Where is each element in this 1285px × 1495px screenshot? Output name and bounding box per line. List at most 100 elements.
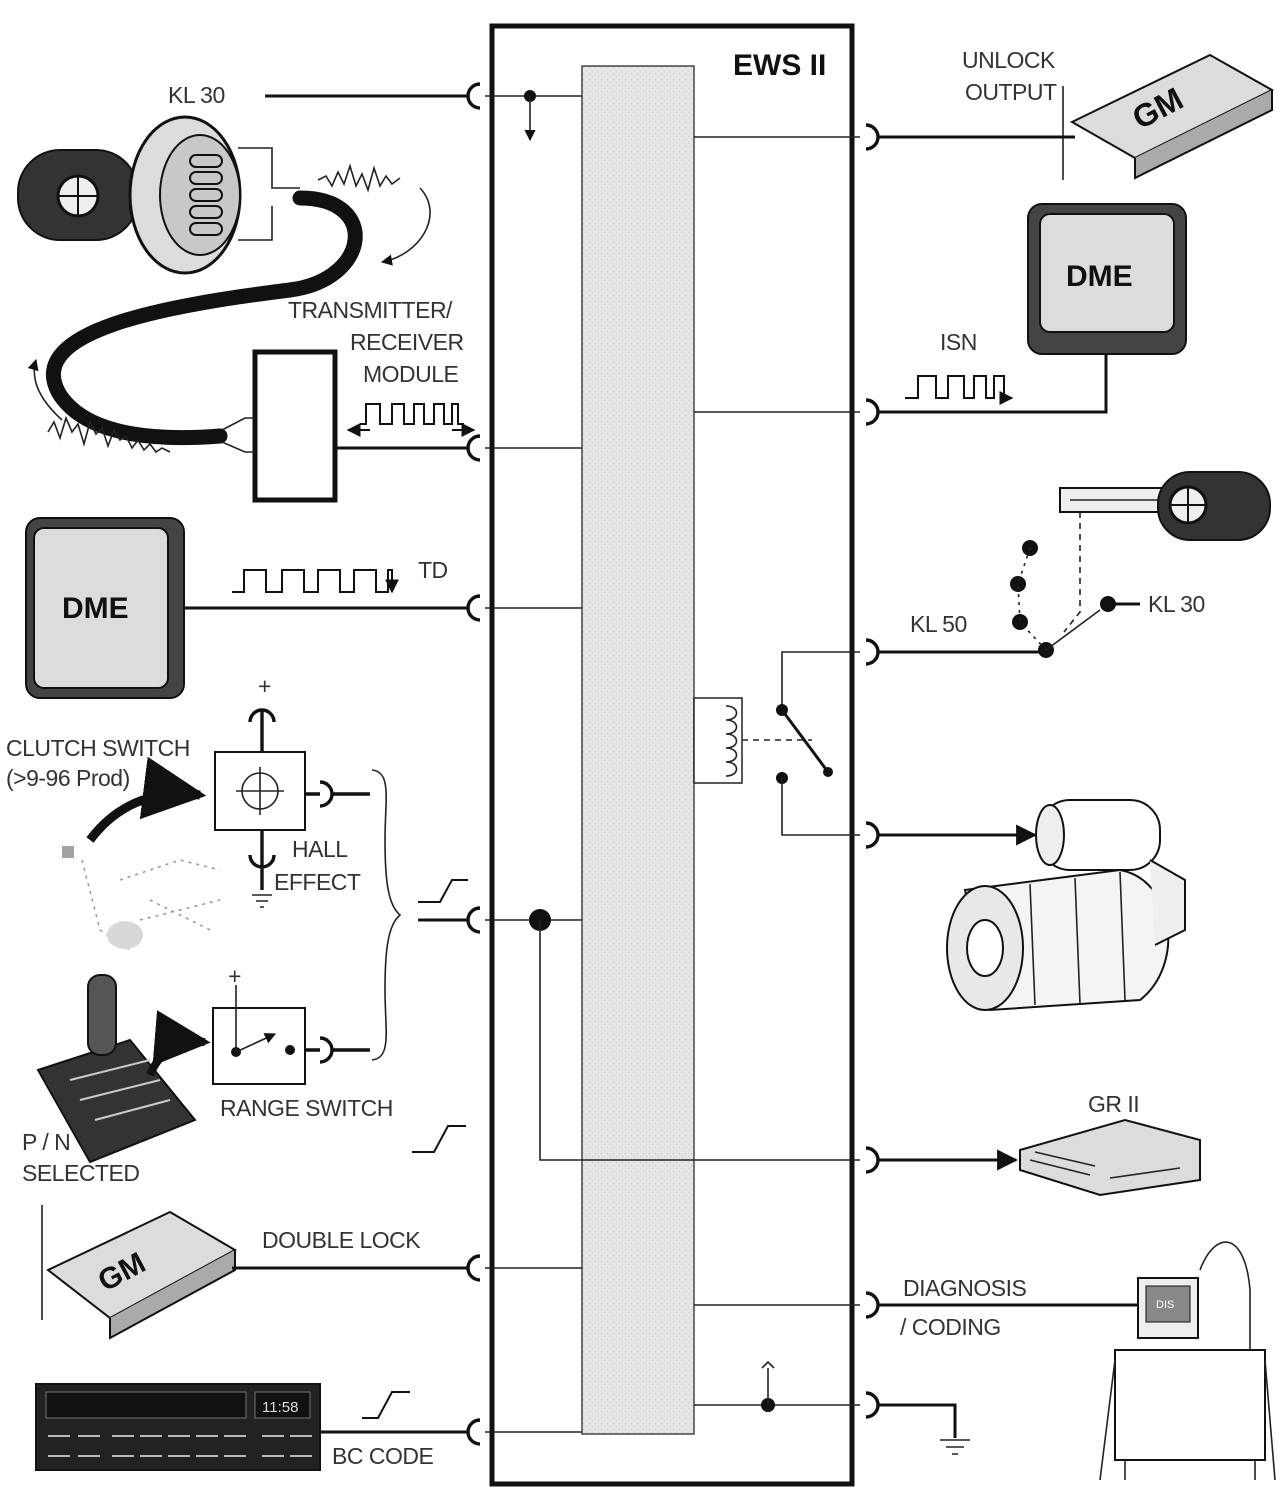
pin-ground[interactable]: [865, 1391, 880, 1419]
starter-ribs: [1029, 871, 1126, 1006]
pedal-sketch: [81, 859, 221, 951]
dis-cart-legs: [1099, 1359, 1276, 1481]
clutch-pedal-image: [62, 846, 221, 951]
input-brace: [371, 769, 402, 1061]
cluster-display: [45, 1391, 247, 1419]
label-plus-1: +: [258, 673, 271, 699]
dis-screen: [1145, 1285, 1191, 1323]
label-bc-code: BC CODE: [332, 1443, 433, 1469]
antenna-cable: [45, 190, 363, 446]
label-plus-2: +: [228, 963, 241, 989]
antenna-leads: [238, 147, 300, 241]
bc-step-signal: [362, 1391, 410, 1419]
right-key-roundel-quarters: [1170, 487, 1206, 523]
label-unlock-2: OUTPUT: [965, 79, 1057, 105]
switch-position-2: [1010, 576, 1026, 592]
gr2-step-signal: [412, 1125, 466, 1153]
dme-right-label: DME: [1066, 260, 1133, 293]
gear-gate: [69, 1059, 171, 1121]
pin-gr2[interactable]: [865, 1146, 880, 1174]
pin-isn[interactable]: [865, 398, 880, 426]
clutch-transistor-leads: [236, 767, 284, 815]
clutch-plus-pin: [248, 708, 276, 752]
pin-kl30[interactable]: [466, 82, 481, 110]
instrument-cluster-device: 11:58 BC CODE: [35, 1383, 468, 1471]
ignition-key-ring-antenna: [17, 115, 431, 454]
label-pn-1: P / N: [22, 1129, 70, 1155]
pin-unlock[interactable]: [865, 123, 880, 151]
pedal-pad: [107, 921, 143, 949]
cluster-time-window: [254, 1391, 311, 1419]
ring-coil-1: [189, 154, 223, 168]
pin-kl50[interactable]: [865, 638, 880, 666]
dis-cables: [1199, 1241, 1251, 1350]
ring-coil-2: [189, 171, 223, 185]
starter-relay: [693, 651, 860, 836]
relay-coil-windings: [725, 705, 738, 777]
dme-left-device: DME TD: [25, 517, 468, 699]
pin-inputs[interactable]: [466, 906, 481, 934]
label-diag-2: / CODING: [900, 1314, 1001, 1340]
dis-cart: [1114, 1349, 1266, 1461]
starter-nose: [1149, 859, 1186, 946]
relay-blade: [780, 709, 830, 773]
clutch-switch: CLUTCH SWITCH (>9-96 Prod) + HALL EFFECT: [6, 673, 370, 908]
dme-right-device: DME ISN: [878, 203, 1187, 414]
range-switch-contact-b: [285, 1045, 295, 1055]
label-kl30-right: KL 30: [1148, 591, 1205, 617]
range-switch-output-pin: [305, 1036, 370, 1064]
td-pulse: [232, 569, 399, 594]
starter-endcap-inner: [966, 919, 1004, 977]
switch-dotted-arc: [1017, 547, 1047, 651]
ews-module-title: EWS II: [733, 49, 826, 82]
gm-left-device: GM DOUBLE LOCK: [41, 1205, 468, 1340]
label-transmitter-1: TRANSMITTER/: [288, 297, 453, 323]
label-kl30-top: KL 30: [168, 82, 225, 108]
switch-blade: [1045, 609, 1101, 651]
pin-diagnosis[interactable]: [865, 1291, 880, 1319]
pin-bccode[interactable]: [466, 1418, 481, 1446]
diagnosis-device: DIAGNOSIS / CODING DIS: [878, 1241, 1276, 1481]
label-diag-1: DIAGNOSIS: [903, 1275, 1026, 1301]
pin-transmitter[interactable]: [466, 434, 481, 462]
pin-td[interactable]: [466, 594, 481, 622]
ring-coil-4: [189, 205, 223, 219]
label-transmitter-2: RECEIVER: [350, 329, 464, 355]
range-arrow: [146, 1010, 211, 1077]
gr2-connectors: [1029, 1151, 1181, 1179]
label-gr2: GR II: [1088, 1091, 1139, 1117]
dme-left-face: [33, 527, 169, 689]
internal-gr2-line: [539, 920, 860, 1161]
relay-bottom-wire: [781, 778, 860, 836]
clutch-output-pin: [305, 780, 370, 808]
clutch-pedal-arrow: [86, 756, 207, 843]
ground-icon: [940, 1439, 970, 1455]
transmitter-pulse: [360, 403, 464, 425]
ring-coil-5: [189, 222, 223, 236]
internal-ground-stub-cap: [761, 1360, 775, 1369]
dis-screen-label: DIS: [1156, 1299, 1174, 1311]
transmitter-receiver-module: TRANSMITTER/ RECEIVER MODULE: [221, 297, 476, 503]
key-link-dashed: [1063, 512, 1081, 633]
relay-coil-box: [693, 697, 743, 784]
isn-pulse: [905, 375, 1014, 405]
clutch-ground-icon: [252, 894, 272, 908]
label-kl50: KL 50: [910, 611, 967, 637]
label-clutch-2: (>9-96 Prod): [6, 765, 130, 791]
input-step-signal: [418, 879, 468, 903]
ring-antenna-face: [159, 134, 241, 256]
gear-lever-icon: [87, 974, 117, 1056]
ring-coil-3: [189, 188, 223, 202]
label-range-switch: RANGE SWITCH: [220, 1095, 393, 1121]
pin-starter[interactable]: [865, 821, 880, 849]
pin-doublelock[interactable]: [466, 1254, 481, 1282]
ground-connection: [878, 1403, 970, 1455]
noise-bottom: [47, 415, 171, 454]
dme-right-face: [1039, 213, 1175, 333]
label-hall-1: HALL: [292, 836, 348, 862]
pedal-block: [62, 846, 74, 858]
dme-left-label: DME: [62, 592, 129, 625]
starter-motor-device: [878, 799, 1186, 1012]
transmitter-leads: [221, 417, 255, 453]
